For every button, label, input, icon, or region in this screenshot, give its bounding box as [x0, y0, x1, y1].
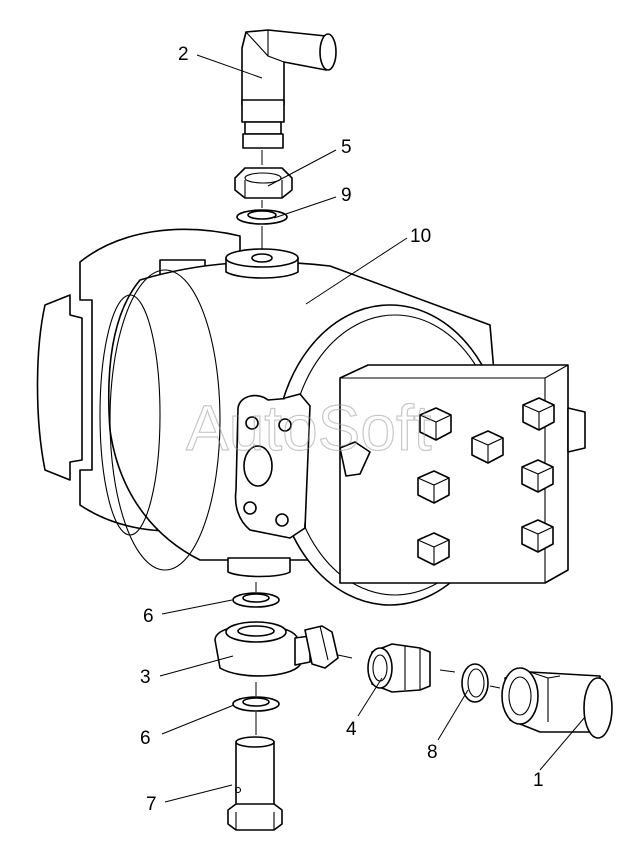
- pump-body: [36, 228, 586, 606]
- leader-lines: [159, 54, 586, 803]
- callout-label: 6: [140, 728, 151, 749]
- callout-label: 6: [143, 606, 154, 627]
- callout-label: 7: [146, 794, 157, 815]
- callout-label: 9: [341, 185, 352, 206]
- block-bolt: [417, 532, 450, 566]
- block-bolt: [521, 459, 554, 493]
- sealing-washer-upper: [236, 209, 288, 225]
- callout-label: 1: [533, 770, 544, 791]
- banjo-fitting: [214, 621, 339, 677]
- elbow-fitting: [241, 29, 337, 149]
- callout-label: 5: [341, 137, 352, 158]
- adapter-fitting: [367, 643, 431, 693]
- block-bolt: [521, 519, 554, 553]
- block-bolt: [419, 407, 452, 441]
- callout-label: 2: [178, 44, 189, 65]
- callout-label: 10: [410, 226, 431, 247]
- sealing-washer: [232, 592, 280, 608]
- block-bolt: [471, 430, 504, 464]
- hex-nut: [234, 167, 293, 199]
- union-fitting: [501, 667, 613, 739]
- sealing-washer-lower: [232, 696, 280, 712]
- callout-label: 4: [346, 719, 357, 740]
- banjo-bolt: [227, 736, 283, 831]
- callout-label: 3: [140, 667, 151, 688]
- callout-label: 8: [427, 742, 438, 763]
- o-ring: [461, 663, 489, 703]
- block-bolt: [522, 397, 555, 431]
- watermark-text: AutoSoft: [186, 392, 432, 464]
- block-bolt: [417, 470, 450, 504]
